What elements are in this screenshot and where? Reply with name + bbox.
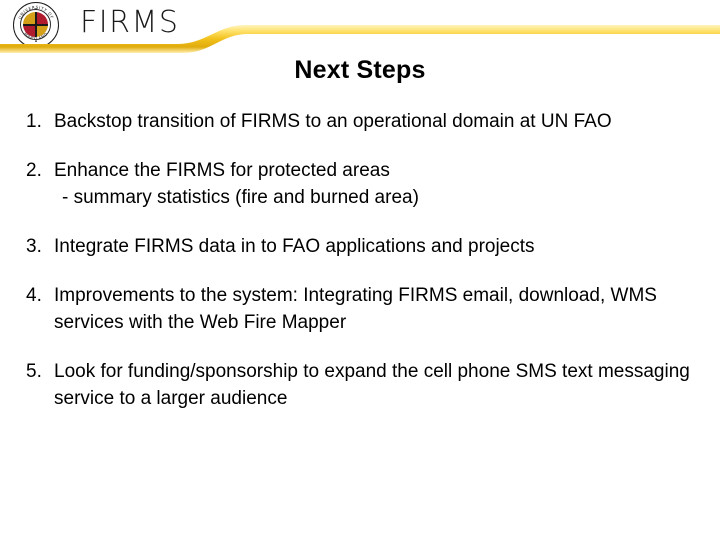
list-item-number: 5. [26,361,42,382]
list-item-number: 3. [26,236,42,257]
page-title: Next Steps [294,56,426,84]
list-item-text: Enhance the FIRMS for protected areas [54,160,390,181]
list-item-text: Integrate FIRMS data in to FAO applicati… [54,236,535,257]
list-item-text: Look for funding/sponsorship to expand t… [54,361,690,409]
list-item: 2. Enhance the FIRMS for protected areas… [26,157,698,211]
list-item: 1. Backstop transition of FIRMS to an op… [26,108,698,135]
list-item: 4. Improvements to the system: Integrati… [26,282,698,336]
firms-wordmark: FIRMS [80,5,180,40]
list-item-subtext: - summary statistics (fire and burned ar… [62,187,419,208]
list-item: 3. Integrate FIRMS data in to FAO applic… [26,233,698,260]
maryland-flag-crest-icon [23,12,48,37]
list-item: 5. Look for funding/sponsorship to expan… [26,358,698,412]
next-steps-list: 1. Backstop transition of FIRMS to an op… [26,108,698,434]
list-item-number: 4. [26,285,42,306]
list-item-text: Backstop transition of FIRMS to an opera… [54,111,612,132]
slide-header: UNIVERSITY OF MARYLAND FIRMS [0,0,720,56]
list-item-text: Improvements to the system: Integrating … [54,285,657,333]
list-item-number: 1. [26,111,42,132]
university-of-maryland-seal-icon: UNIVERSITY OF MARYLAND [13,2,59,48]
list-item-number: 2. [26,160,42,181]
